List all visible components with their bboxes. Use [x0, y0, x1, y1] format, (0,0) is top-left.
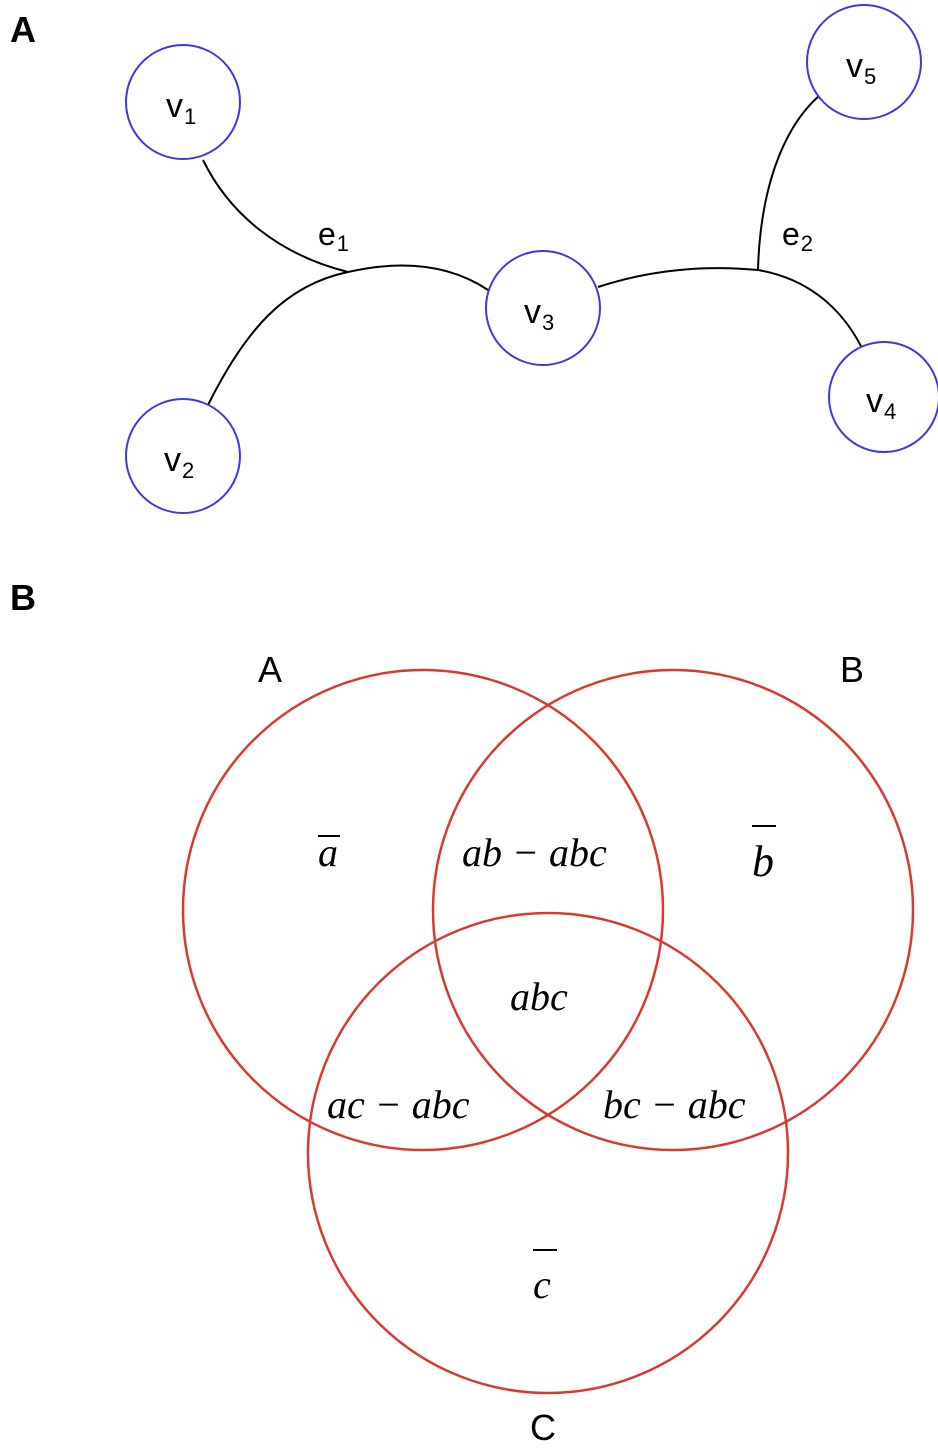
region-abc-label: abc — [510, 974, 568, 1019]
venn-circle-c — [306, 911, 790, 1395]
region-c-only-label: c — [533, 1262, 551, 1307]
region-b-only: b — [752, 825, 776, 886]
set-label-c: C — [530, 1407, 556, 1448]
panel-a-label: A — [10, 9, 36, 50]
node-v5-circle — [806, 4, 922, 120]
set-label-a: A — [258, 649, 282, 690]
venn-circle-a — [181, 668, 665, 1152]
region-b-only-label: b — [752, 837, 774, 886]
region-c-only: c — [533, 1249, 557, 1307]
node-v5: v5 — [806, 4, 922, 120]
region-bc-label: bc − abc — [603, 1082, 746, 1127]
node-v3: v3 — [485, 250, 601, 366]
hyperedge-e1-branch-v3 — [347, 264, 489, 291]
set-label-b: B — [840, 649, 864, 690]
node-v1-circle — [125, 44, 241, 160]
hyperedge-e2-branch-v5 — [757, 94, 821, 271]
region-ac-label: ac − abc — [327, 1082, 470, 1127]
panel-b-label: B — [10, 577, 36, 618]
node-v3-circle — [485, 250, 601, 366]
node-v3-label: v3 — [524, 293, 554, 335]
node-v2: v2 — [125, 398, 241, 514]
hyperedge-e2-branch-v4 — [757, 269, 863, 349]
hyperedge-e2-label: e2 — [782, 216, 813, 256]
node-v2-circle — [125, 398, 241, 514]
hyperedge-e1-branch-v2 — [206, 271, 349, 408]
venn-circle-b — [431, 668, 915, 1152]
node-v5-label: v5 — [846, 47, 876, 89]
hyperedge-e1-branch-v1 — [202, 159, 349, 273]
node-v1-label: v1 — [166, 87, 196, 129]
hyperedge-e2-branch-v3 — [597, 267, 759, 288]
node-v4-circle — [828, 341, 938, 453]
region-a-only: a — [318, 830, 340, 875]
hyperedge-e1-label: e1 — [318, 216, 349, 256]
node-v4-label: v4 — [866, 382, 896, 424]
node-v1: v1 — [125, 44, 241, 160]
region-a-only-label: a — [318, 830, 338, 875]
node-v2-label: v2 — [164, 441, 194, 483]
node-v4: v4 — [828, 341, 938, 453]
region-ab-label: ab − abc — [462, 830, 607, 875]
